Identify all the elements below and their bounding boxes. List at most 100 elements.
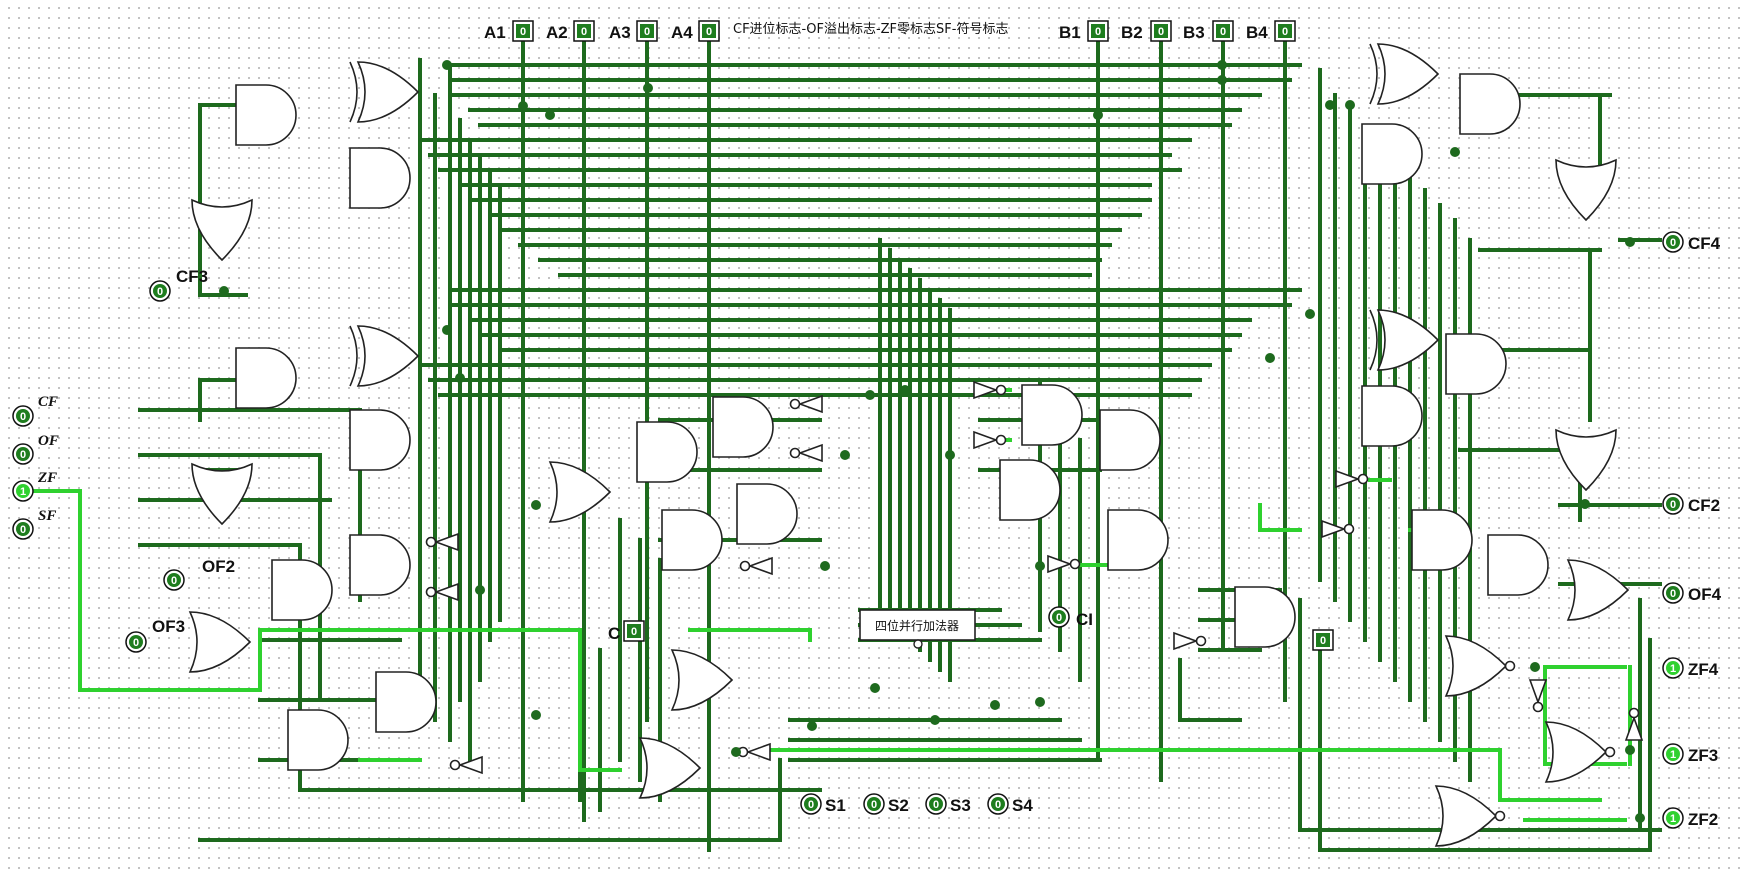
output-pin-zf3[interactable]: 1 ZF3: [1662, 743, 1718, 765]
input-pin-a4[interactable]: A4 0: [671, 20, 720, 42]
nor-bubble: [1604, 746, 1616, 758]
and-gate: [1411, 509, 1473, 571]
output-value-s1: 0: [808, 799, 814, 811]
output-label-s4: S4: [1012, 796, 1033, 815]
flag-pin-cf[interactable]: 0 CF: [12, 394, 58, 427]
output-pin-s3[interactable]: 0 S3: [925, 793, 971, 815]
flag-value-of: 0: [20, 449, 26, 461]
and-gate: [271, 559, 333, 621]
nor-gate: [1445, 635, 1507, 697]
nor-bubble: [1494, 810, 1506, 822]
and-gate: [736, 483, 798, 545]
flag-value-cf: 0: [20, 411, 26, 423]
pin-value-b3: 0: [1220, 26, 1226, 38]
pin-ci[interactable]: 0 CI: [1048, 606, 1093, 629]
or-gate: [671, 649, 733, 711]
not-gate: [737, 742, 771, 762]
pin-value-b4: 0: [1282, 26, 1288, 38]
output-pin-s2[interactable]: 0 S2: [863, 793, 909, 815]
output-pin-s1[interactable]: 0 S1: [800, 793, 846, 815]
output-value-s2: 0: [871, 799, 877, 811]
pin-value-c: 0: [631, 626, 637, 638]
and-gate: [375, 671, 437, 733]
input-pin-b4[interactable]: B4 0: [1246, 20, 1296, 42]
not-gate: [789, 394, 823, 414]
not-gate: [1047, 554, 1081, 574]
and-gate: [1361, 385, 1423, 447]
and-gate: [235, 347, 297, 409]
four-bit-adder[interactable]: 四位并行加法器: [859, 609, 976, 649]
top-input-pins: A1 0 A2 0 A3 0 A4 0 B1 0: [484, 20, 1296, 42]
output-value-zf4: 1: [1670, 663, 1676, 675]
output-pin-zf4[interactable]: 1 ZF4: [1662, 657, 1719, 679]
input-pin-b2[interactable]: B2 0: [1121, 20, 1172, 42]
flag-pin-of[interactable]: 0 OF: [12, 433, 59, 465]
flag-input-pins: 0 CF 0 OF 1 ZF 0 SF: [12, 394, 59, 540]
pin-of2[interactable]: 0 OF2: [163, 557, 235, 591]
flag-pin-zf[interactable]: 1 ZF: [12, 470, 57, 502]
not-gate: [973, 380, 1007, 400]
pin-label-a3: A3: [609, 23, 631, 42]
output-pin-cf4[interactable]: 0 CF4: [1662, 231, 1721, 253]
pin-label-b1: B1: [1059, 23, 1081, 42]
pin-label-a1: A1: [484, 23, 506, 42]
sum-output-pins: 0 S1 0 S2 0 S3 0 S4: [800, 793, 1033, 815]
pin-cf3[interactable]: 0 CF3: [149, 267, 208, 302]
not-gate: [425, 582, 459, 602]
input-pin-a1[interactable]: A1 0: [484, 20, 534, 42]
output-value-of4: 0: [1670, 588, 1676, 600]
output-pin-zf2[interactable]: 1 ZF2: [1662, 807, 1718, 829]
inner-pins: 0 CF3 0 OF2 0 OF3 C 0 0 CI: [125, 267, 1334, 653]
flag-pin-sf[interactable]: 0 SF: [12, 508, 56, 540]
input-pin-a3[interactable]: A3 0: [609, 20, 658, 42]
and-gate: [287, 709, 349, 771]
pin-c[interactable]: C 0: [608, 620, 645, 643]
nor-bubble: [1504, 660, 1516, 672]
constant-pin-value: 0: [1320, 635, 1326, 647]
pin-label-a2: A2: [546, 23, 568, 42]
and-gate: [1234, 586, 1296, 648]
not-gate: [1335, 469, 1369, 489]
constant-input-pin[interactable]: 0: [1312, 629, 1334, 651]
and-gate: [1445, 333, 1507, 395]
output-label-s2: S2: [888, 796, 909, 815]
flag-label-of: OF: [38, 433, 59, 449]
and-gate: [712, 396, 774, 458]
and-gate: [235, 84, 297, 146]
not-gate: [1528, 679, 1548, 713]
pin-label-b4: B4: [1246, 23, 1268, 42]
pin-value-ci: 0: [1056, 612, 1062, 624]
not-gate: [973, 430, 1007, 450]
pin-value-a3: 0: [644, 26, 650, 38]
output-label-cf2: CF2: [1688, 496, 1720, 515]
flag-value-zf: 1: [20, 486, 26, 498]
pin-label-a4: A4: [671, 23, 693, 42]
pin-value-a1: 0: [520, 26, 526, 38]
output-pin-cf2[interactable]: 0 CF2: [1662, 493, 1720, 515]
nor-gate: [1545, 721, 1607, 783]
pin-of3[interactable]: 0 OF3: [125, 617, 185, 653]
and-gate: [636, 421, 698, 483]
input-pin-a2[interactable]: A2 0: [546, 20, 595, 42]
pin-label-b3: B3: [1183, 23, 1205, 42]
and-gate: [999, 459, 1061, 521]
output-label-zf2: ZF2: [1688, 810, 1718, 829]
output-value-s4: 0: [995, 799, 1001, 811]
input-pin-b3[interactable]: B3 0: [1183, 20, 1234, 42]
and-gate: [1361, 123, 1423, 185]
pin-value-of2: 0: [171, 575, 177, 587]
pin-value-b1: 0: [1095, 26, 1101, 38]
and-gate: [349, 147, 411, 209]
input-pin-b1[interactable]: B1 0: [1059, 20, 1109, 42]
flag-value-sf: 0: [20, 524, 26, 536]
output-label-s1: S1: [825, 796, 846, 815]
pin-value-a4: 0: [706, 26, 712, 38]
output-pin-s4[interactable]: 0 S4: [987, 793, 1033, 815]
output-pin-of4[interactable]: 0 OF4: [1662, 582, 1722, 604]
and-gate: [1459, 73, 1521, 135]
four-bit-adder-label: 四位并行加法器: [875, 618, 959, 633]
output-value-zf3: 1: [1670, 749, 1676, 761]
output-value-zf2: 1: [1670, 813, 1676, 825]
or-gate: [191, 463, 253, 525]
pin-value-of3: 0: [133, 637, 139, 649]
